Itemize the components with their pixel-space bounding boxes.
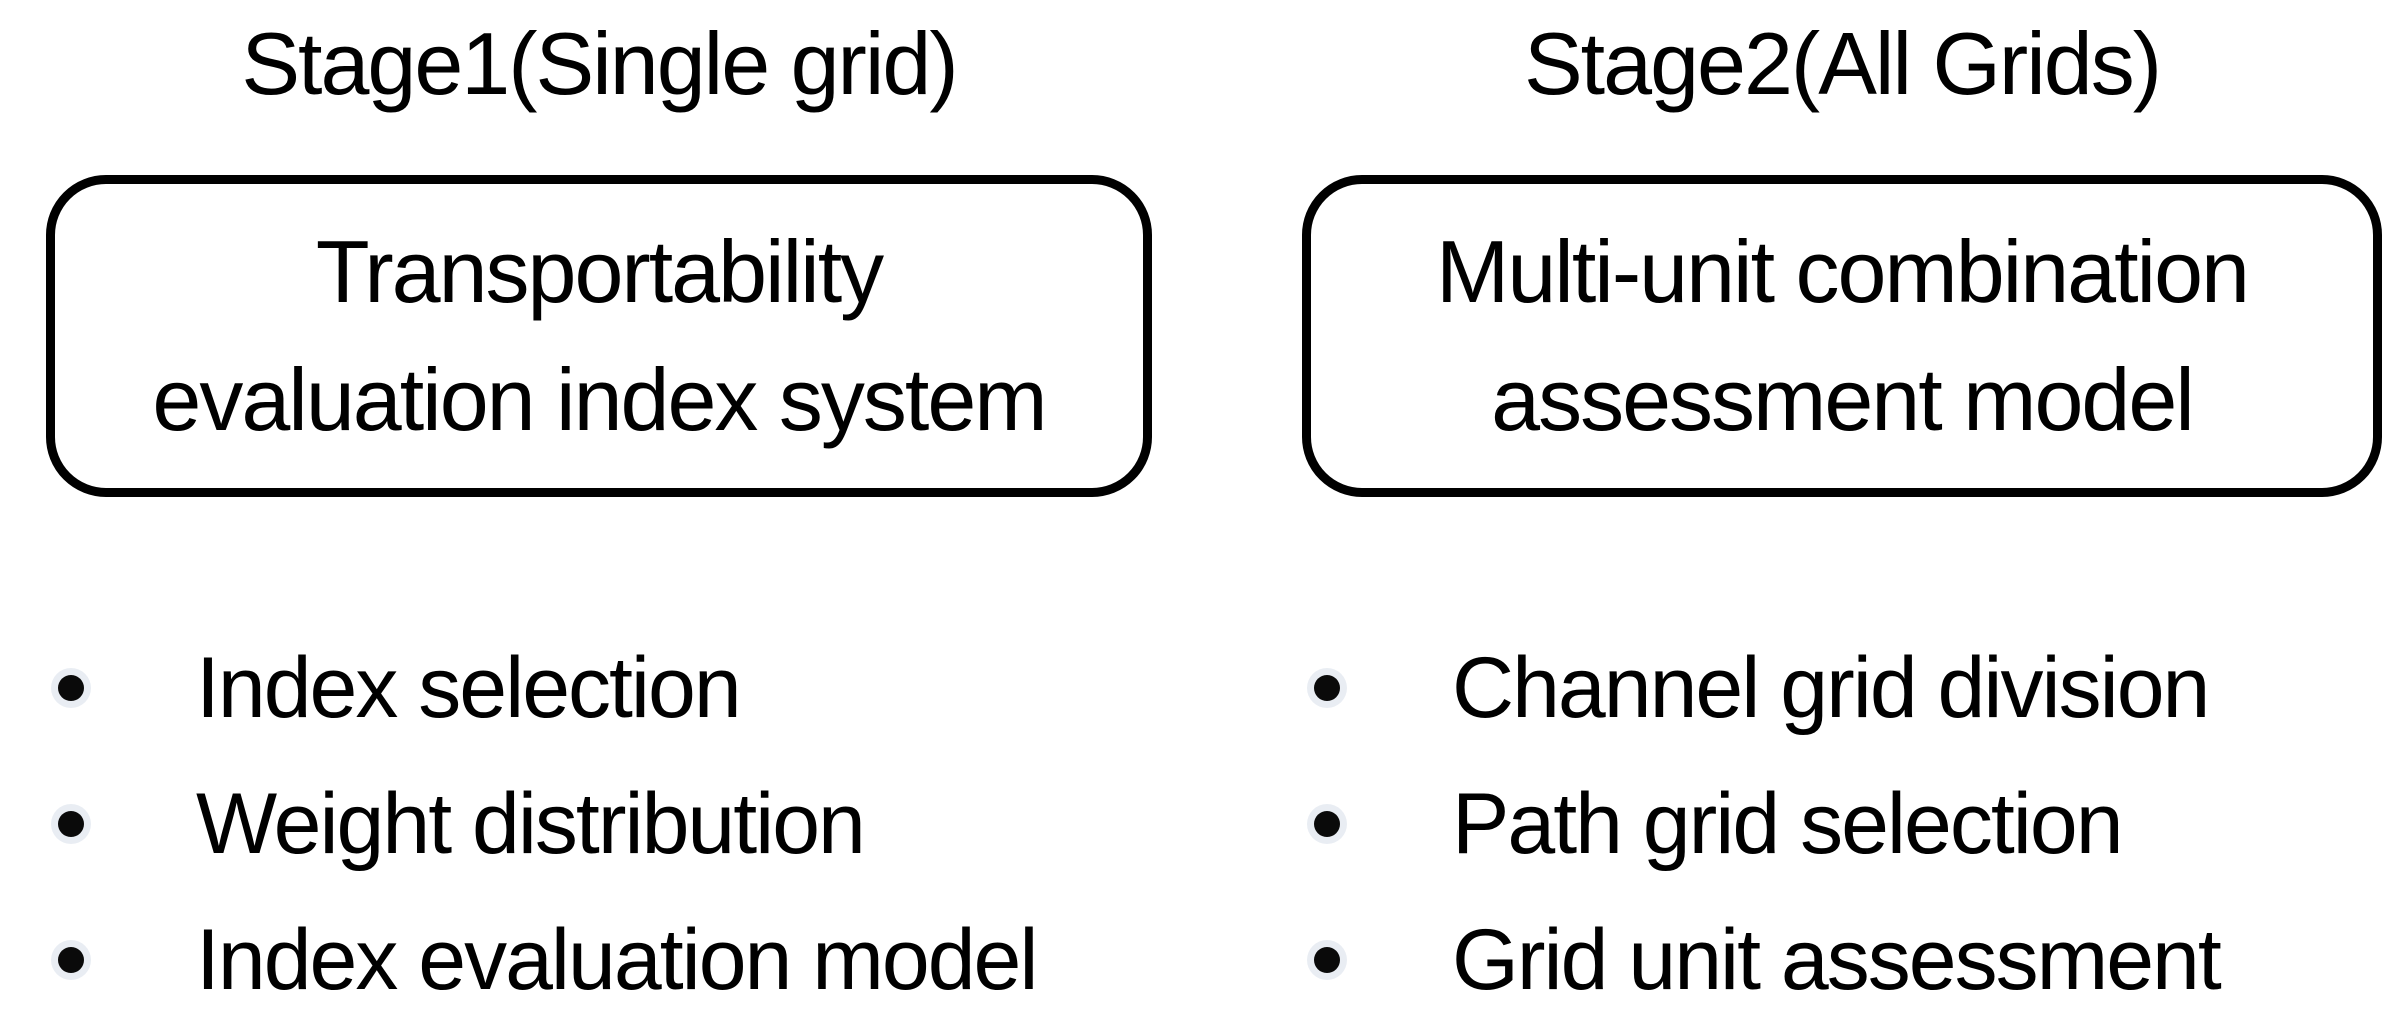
stage2-box-label-line1: Multi-unit combination	[1436, 222, 2250, 322]
stage2-column: Stage2(All Grids) Multi-unit combination…	[1302, 0, 2382, 1030]
bullet-icon	[1314, 811, 1340, 837]
bullet-icon	[58, 675, 84, 701]
stage1-title: Stage1(Single grid)	[241, 14, 958, 113]
stage1-column: Stage1(Single grid) Transportability eva…	[46, 0, 1152, 1030]
stage2-box-label-line2: assessment model	[1491, 350, 2195, 449]
stage1-box-label-line1: Transportability	[315, 222, 884, 322]
bullet-label: Path grid selection	[1452, 776, 2124, 872]
stage1-box-label-line2: evaluation index system	[152, 350, 1047, 449]
list-item: Weight distribution	[46, 756, 1152, 892]
list-item: Grid unit assessment	[1302, 892, 2382, 1028]
stage2-box: Multi-unit combination assessment model	[1302, 175, 2382, 497]
bullet-label: Index evaluation model	[196, 912, 1038, 1008]
list-item: Channel grid division	[1302, 620, 2382, 756]
bullet-label: Weight distribution	[196, 776, 866, 872]
bullet-icon	[58, 947, 84, 973]
bullet-label: Grid unit assessment	[1452, 912, 2222, 1008]
stage2-title: Stage2(All Grids)	[1523, 14, 2162, 113]
bullet-icon	[1314, 675, 1340, 701]
stage1-box: Transportability evaluation index system	[46, 175, 1152, 497]
bullet-icon	[1314, 947, 1340, 973]
list-item: Path grid selection	[1302, 756, 2382, 892]
bullet-icon	[58, 811, 84, 837]
stage1-bullet-list: Index selection Weight distribution Inde…	[46, 620, 1152, 1028]
bullet-label: Channel grid division	[1452, 640, 2210, 736]
list-item: Index selection	[46, 620, 1152, 756]
bullet-label: Index selection	[196, 640, 742, 736]
stage2-bullet-list: Channel grid division Path grid selectio…	[1302, 620, 2382, 1028]
list-item: Index evaluation model	[46, 892, 1152, 1028]
